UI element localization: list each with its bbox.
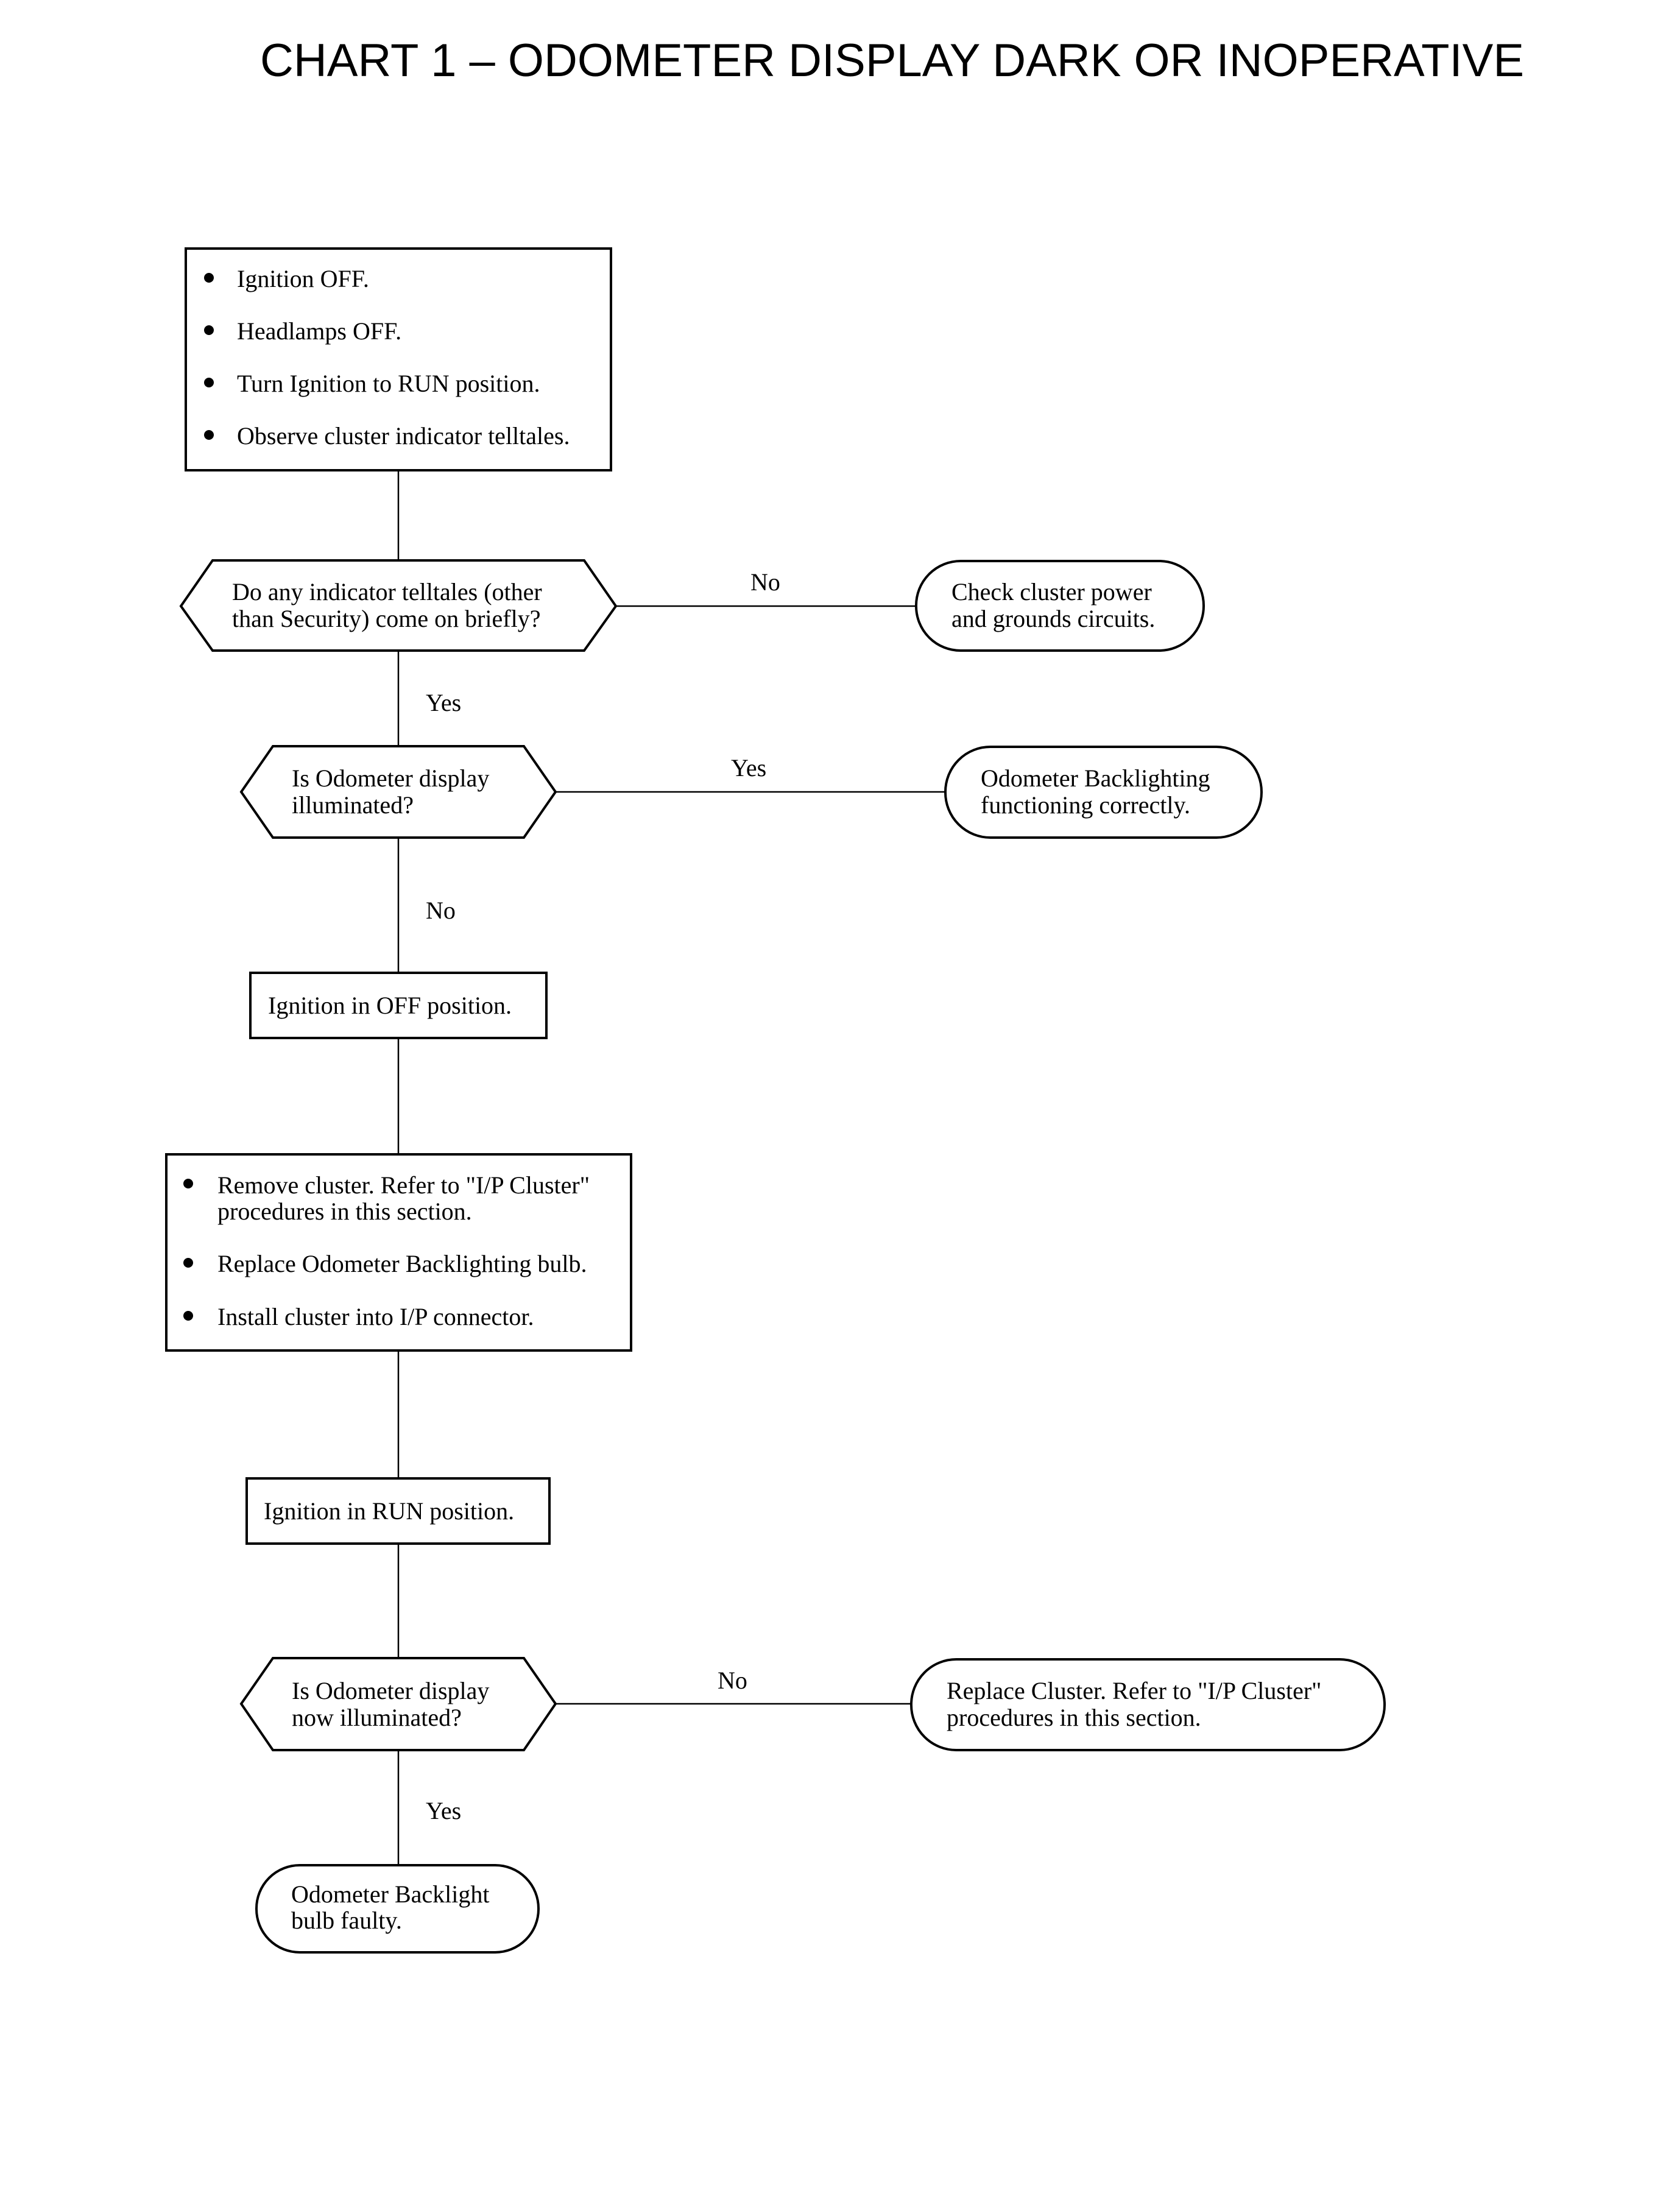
decision-now-illuminated-line-1: Is Odometer display: [292, 1677, 489, 1704]
edge-label-q2-yes: Yes: [731, 754, 766, 782]
step-ignition-run-text: Ignition in RUN position.: [264, 1497, 514, 1525]
bullet-icon: [183, 1311, 193, 1321]
edge-label-q2-no: No: [426, 897, 456, 924]
result-backlighting-ok-line-2: functioning correctly.: [981, 791, 1190, 819]
edge-label-q1-no: No: [750, 568, 780, 596]
result-backlighting-ok-line-1: Odometer Backlighting: [981, 764, 1210, 792]
bullet-icon: [204, 273, 214, 283]
cluster-action-2: Replace Odometer Backlighting bulb.: [217, 1250, 587, 1277]
cluster-action-1-line-1: Remove cluster. Refer to "I/P Cluster": [217, 1171, 590, 1199]
start-bullet-2: Headlamps OFF.: [237, 317, 401, 345]
edge-label-q3-no: No: [718, 1667, 747, 1694]
step-ignition-off: Ignition in OFF position.: [249, 972, 548, 1039]
result-replace-cluster-line-1: Replace Cluster. Refer to "I/P Cluster": [947, 1677, 1322, 1704]
decision-odometer-illuminated-line-2: illuminated?: [292, 791, 414, 819]
start-bullet-4: Observe cluster indicator telltales.: [237, 422, 570, 450]
result-backlighting-ok: Odometer Backlighting functioning correc…: [944, 746, 1263, 839]
start-bullet-1: Ignition OFF.: [237, 265, 369, 292]
bullet-icon: [183, 1258, 193, 1268]
chart-title: CHART 1 – ODOMETER DISPLAY DARK OR INOPE…: [260, 35, 1524, 86]
result-replace-cluster: Replace Cluster. Refer to "I/P Cluster" …: [910, 1658, 1386, 1751]
result-bulb-faulty-line-1: Odometer Backlight: [291, 1880, 489, 1908]
connectors: [397, 470, 945, 1865]
step-cluster-actions: Remove cluster. Refer to "I/P Cluster" p…: [165, 1153, 632, 1352]
result-check-power-line-2: and grounds circuits.: [951, 605, 1155, 632]
bullet-icon: [183, 1179, 193, 1188]
step-ignition-off-text: Ignition in OFF position.: [268, 992, 512, 1019]
decision-odometer-illuminated: Is Odometer display illuminated?: [239, 745, 557, 839]
result-check-power-line-1: Check cluster power: [951, 578, 1152, 605]
decision-now-illuminated: Is Odometer display now illuminated?: [239, 1657, 557, 1751]
start-step-box: Ignition OFF. Headlamps OFF. Turn Igniti…: [185, 247, 612, 471]
start-bullet-3: Turn Ignition to RUN position.: [237, 370, 540, 397]
decision-telltales: Do any indicator telltales (other than S…: [179, 559, 618, 652]
edge-label-q1-yes: Yes: [426, 689, 461, 716]
decision-telltales-line-1: Do any indicator telltales (other: [232, 578, 542, 605]
bullet-icon: [204, 378, 214, 387]
result-bulb-faulty-line-2: bulb faulty.: [291, 1907, 402, 1934]
bullet-icon: [204, 430, 214, 440]
cluster-action-3: Install cluster into I/P connector.: [217, 1303, 534, 1330]
edge-label-q3-yes: Yes: [426, 1797, 461, 1824]
decision-odometer-illuminated-line-1: Is Odometer display: [292, 764, 489, 792]
result-check-power: Check cluster power and grounds circuits…: [915, 560, 1205, 652]
bullet-icon: [204, 325, 214, 335]
step-ignition-run: Ignition in RUN position.: [245, 1477, 551, 1545]
cluster-action-1-line-2: procedures in this section.: [217, 1198, 472, 1225]
result-replace-cluster-line-2: procedures in this section.: [947, 1704, 1201, 1731]
result-bulb-faulty: Odometer Backlight bulb faulty.: [255, 1864, 540, 1954]
decision-telltales-line-2: than Security) come on briefly?: [232, 605, 540, 632]
decision-now-illuminated-line-2: now illuminated?: [292, 1704, 462, 1731]
